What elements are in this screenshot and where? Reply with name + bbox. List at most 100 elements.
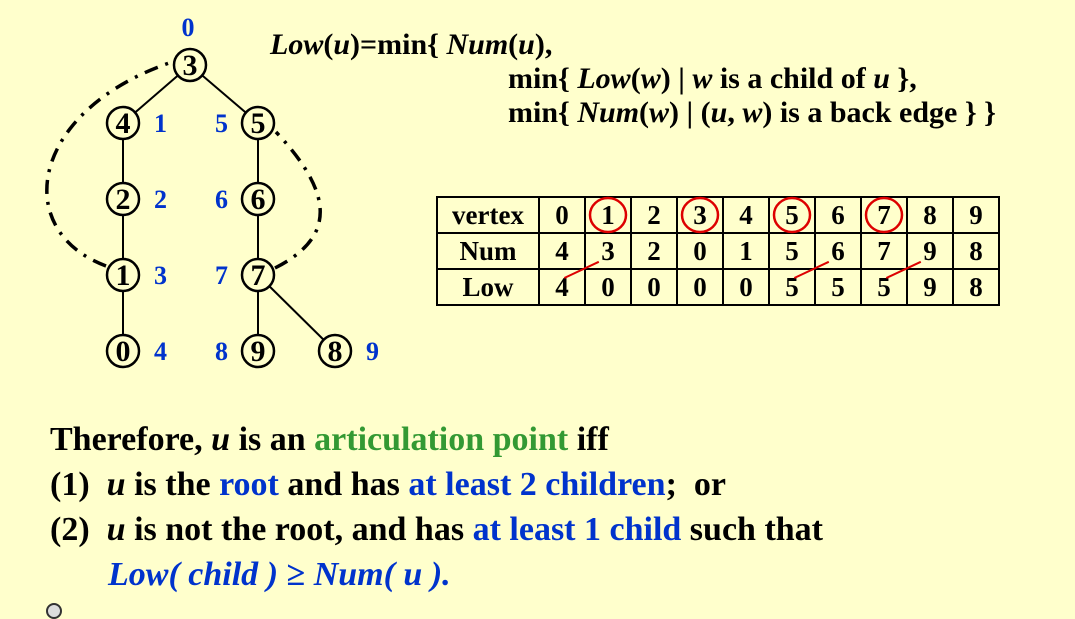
tree-edge-7-8 [268, 285, 325, 341]
back-edge-1-3 [45, 60, 173, 268]
num-cell: 7 [860, 232, 908, 270]
back-edge-7-5 [274, 130, 322, 270]
dfs-number-label: 7 [215, 261, 228, 290]
formula-min-3: min [508, 96, 559, 129]
formula-lhs: Low [270, 28, 324, 61]
formula-min-2: min [508, 62, 559, 95]
table-header-vertex: vertex [436, 196, 540, 234]
conclusion-u-1: u [211, 421, 231, 458]
low-cell: 5 [768, 268, 816, 306]
two-children-term: at least 2 children [408, 466, 666, 503]
formula-pair-u: u [710, 96, 728, 129]
condition-1-number: (1) [50, 466, 90, 503]
formula-equals: = [360, 28, 378, 61]
low-cell: 0 [584, 268, 632, 306]
dfs-number-label: 9 [366, 337, 379, 366]
low-cell: 9 [906, 268, 954, 306]
formula-child-text: is a child of [719, 62, 866, 95]
conclusion-u-2: u [106, 466, 126, 503]
graph-node-5: 55 [215, 105, 276, 141]
condition-u: u [403, 556, 423, 593]
low-cell: 5 [814, 268, 862, 306]
conclusion-line-2: (1) u is the root and has at least 2 chi… [50, 462, 823, 507]
num-cell: 4 [538, 232, 586, 270]
conclusion-line-3: (2) u is not the root, and has at least … [50, 507, 823, 552]
dfs-number-label: 5 [215, 109, 228, 138]
num-cell: 8 [952, 232, 1000, 270]
low-cell: 0 [630, 268, 678, 306]
condition-2-not-root: is not the root, and has [134, 511, 465, 548]
vertex-cell: 7 [860, 196, 908, 234]
num-cell: 5 [768, 232, 816, 270]
formula-low-var: w [640, 62, 661, 95]
node-label: 0 [116, 335, 131, 368]
articulation-point-term: articulation point [314, 421, 569, 458]
formula-low-fn: Low [577, 62, 631, 95]
condition-end: ). [430, 556, 451, 593]
condition-1-and-has: and has [287, 466, 400, 503]
dfs-number-label: 1 [154, 109, 167, 138]
node-label: 9 [251, 335, 266, 368]
tree-edge-3-4 [134, 74, 179, 114]
condition-close-paren: ) [266, 556, 279, 593]
low-cell: 0 [722, 268, 770, 306]
condition-2-such-that: such that [689, 511, 823, 548]
formula-num-arg: u [518, 28, 535, 61]
num-cell: 0 [676, 232, 724, 270]
conclusion-line-4: Low( child ) ≥ Num( u ). [50, 552, 823, 597]
vertex-cell: 9 [952, 196, 1000, 234]
dfs-number-label: 4 [154, 337, 167, 366]
dfs-number-label: 0 [182, 13, 195, 42]
table-header-low: Low [436, 268, 540, 306]
formula-num-fn-2: Num [577, 96, 640, 129]
formula-min: min [377, 28, 428, 61]
conclusion-iff: iff [576, 421, 609, 458]
condition-ge: ≥ [286, 556, 306, 593]
formula-num-var: w [649, 96, 670, 129]
condition-num: Num( [313, 556, 395, 593]
num-cell: 9 [906, 232, 954, 270]
num-cell: 3 [584, 232, 632, 270]
low-cell: 0 [676, 268, 724, 306]
vertex-cell: 0 [538, 196, 586, 234]
vertex-cell: 6 [814, 196, 862, 234]
low-cell: 4 [538, 268, 586, 306]
dfs-number-label: 6 [215, 185, 228, 214]
node-label: 8 [328, 335, 343, 368]
graph-node-6: 66 [215, 181, 276, 217]
formula-lhs-arg: u [333, 28, 351, 61]
formula-num-fn: Num [446, 28, 509, 61]
pointer-dot-icon [46, 603, 62, 619]
num-cell: 2 [630, 232, 678, 270]
low-cell: 8 [952, 268, 1000, 306]
formula-child-u: u [873, 62, 890, 95]
formula-line-2: min{ Low(w) | w is a child of u }, [508, 62, 917, 95]
dfs-number-label: 8 [215, 337, 228, 366]
conclusion-u-3: u [106, 511, 126, 548]
node-label: 6 [251, 183, 266, 216]
num-cell: 1 [722, 232, 770, 270]
node-label: 2 [116, 183, 131, 216]
condition-1-or: ; or [665, 466, 726, 503]
low-formula: Low(u)=min{ Num(u), min{ Low(w) | w is a… [270, 28, 1060, 130]
graph-node-9: 98 [215, 333, 276, 369]
root-term: root [219, 466, 279, 503]
formula-back-edge-text: is a back edge [779, 96, 958, 129]
dfs-number-label: 2 [154, 185, 167, 214]
formula-child-var: w [692, 62, 713, 95]
formula-pair-w: w [742, 96, 763, 129]
dfs-number-label: 3 [154, 261, 167, 290]
vertex-cell: 3 [676, 196, 724, 234]
vertex-cell: 8 [906, 196, 954, 234]
node-label: 3 [183, 49, 198, 82]
formula-line-3: min{ Num(w) | (u, w) is a back edge } } [508, 96, 997, 129]
